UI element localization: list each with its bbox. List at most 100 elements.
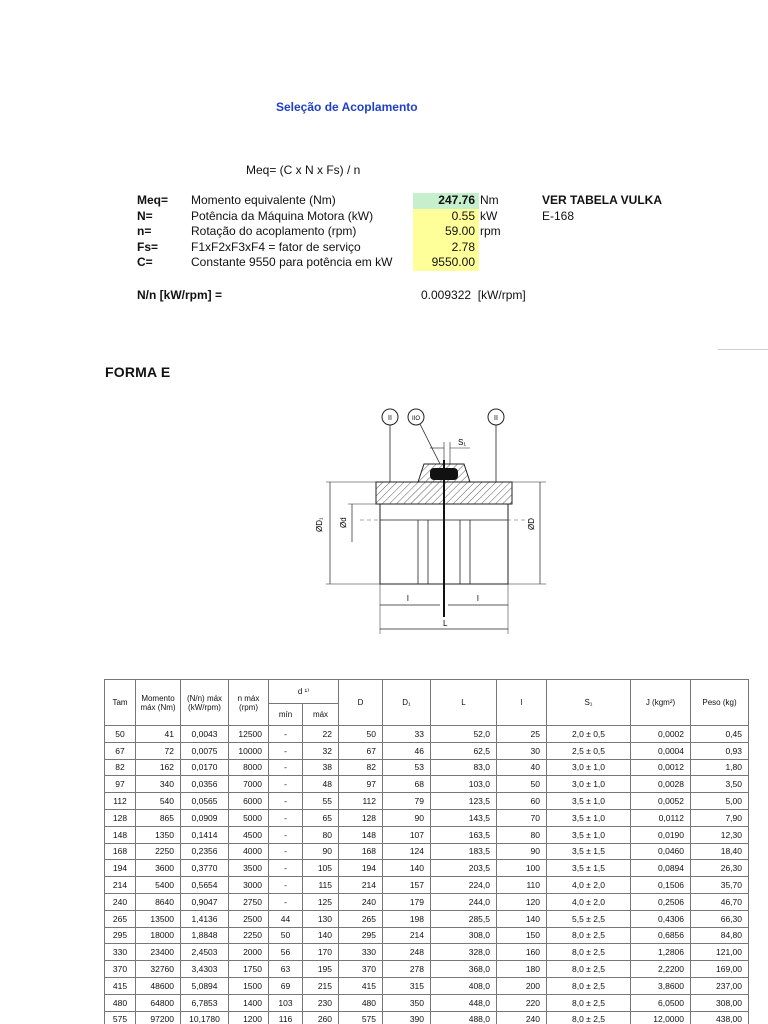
coupling-size-table: Tam Momento máx (Nm) (N/n) máx (kW/rpm) … xyxy=(104,679,749,1024)
callout-center: IIO xyxy=(407,408,441,465)
table-cell: 56 xyxy=(268,943,303,962)
table-cell: 203,5 xyxy=(430,859,497,878)
table-cell: 4500 xyxy=(228,825,269,844)
table-cell: 3000 xyxy=(228,876,269,894)
table-cell: 53 xyxy=(382,758,431,777)
table-cell: 48600 xyxy=(135,976,181,995)
table-cell: 128 xyxy=(104,808,136,827)
svg-text:IIO: IIO xyxy=(412,416,420,422)
table-cell: 48 xyxy=(302,775,339,794)
table-cell: 0,45 xyxy=(690,725,749,743)
table-cell: 0,2506 xyxy=(630,892,691,911)
table-cell: 438,00 xyxy=(690,1010,749,1024)
table-cell: 10,1780 xyxy=(180,1010,229,1024)
table-cell: 285,5 xyxy=(430,909,497,928)
table-cell: 328,0 xyxy=(430,943,497,962)
table-cell: 97200 xyxy=(135,1010,181,1024)
table-cell: 3,0 ± 1,0 xyxy=(546,775,631,794)
table-cell: 84,80 xyxy=(690,926,749,945)
table-cell: - xyxy=(268,859,303,878)
table-cell: 2500 xyxy=(228,909,269,928)
header-D1: D₁ xyxy=(382,679,431,726)
table-cell: 41 xyxy=(135,725,181,743)
table-cell: 50 xyxy=(496,775,547,794)
dimension-L: L xyxy=(380,619,508,630)
svg-text:ØD: ØD xyxy=(527,518,536,530)
table-cell: 0,2356 xyxy=(180,842,229,861)
param-description: F1xF2xF3xF4 = fator de serviço xyxy=(191,239,361,254)
table-cell: 33 xyxy=(382,725,431,743)
table-cell: 415 xyxy=(104,976,136,995)
table-cell: 183,5 xyxy=(430,842,497,861)
table-cell: 150 xyxy=(496,926,547,945)
table-cell: 66,30 xyxy=(690,909,749,928)
table-cell: 2,2200 xyxy=(630,960,691,978)
table-cell: 6,7853 xyxy=(180,993,229,1012)
table-cell: 1,4136 xyxy=(180,909,229,928)
table-cell: 865 xyxy=(135,808,181,827)
param-value-cell[interactable]: 9550.00 xyxy=(413,255,479,271)
svg-text:S₁: S₁ xyxy=(458,438,466,447)
table-cell: 26,30 xyxy=(690,859,749,878)
table-cell: 0,0170 xyxy=(180,758,229,777)
param-unit: Nm xyxy=(480,193,499,207)
table-cell: 162 xyxy=(135,758,181,777)
table-cell: 0,0909 xyxy=(180,808,229,827)
table-cell: 7000 xyxy=(228,775,269,794)
table-cell: 0,0012 xyxy=(630,758,691,777)
table-cell: 4,0 ± 2,0 xyxy=(546,892,631,911)
table-cell: 0,6856 xyxy=(630,926,691,945)
table-cell: 220 xyxy=(496,993,547,1012)
table-cell: 0,0460 xyxy=(630,842,691,861)
table-cell: 10000 xyxy=(228,741,269,760)
param-unit: rpm xyxy=(480,224,501,239)
param-value-cell[interactable]: 0.55 xyxy=(413,208,479,225)
cell-border-fragment xyxy=(718,349,768,350)
param-value-cell[interactable]: 59.00 xyxy=(413,224,479,240)
table-cell: 2,0 ± 0,5 xyxy=(546,725,631,743)
s1-dimension: S₁ xyxy=(430,438,470,464)
table-cell: 5,00 xyxy=(690,792,749,810)
table-cell: 128 xyxy=(338,808,383,827)
svg-text:II: II xyxy=(388,415,392,422)
table-cell: 68 xyxy=(382,775,431,794)
table-cell: 8,0 ± 2,5 xyxy=(546,943,631,962)
header-S1: S₁ xyxy=(546,679,631,726)
table-cell: 1,8848 xyxy=(180,926,229,945)
table-cell: 8,0 ± 2,5 xyxy=(546,960,631,978)
table-cell: 448,0 xyxy=(430,993,497,1012)
table-cell: 330 xyxy=(104,943,136,962)
table-cell: 260 xyxy=(302,1010,339,1024)
table-cell: 1400 xyxy=(228,993,269,1012)
table-cell: 97 xyxy=(104,775,136,794)
table-cell: 5000 xyxy=(228,808,269,827)
svg-text:L: L xyxy=(443,619,448,628)
table-cell: 1750 xyxy=(228,960,269,978)
coupling-drawing: II IIO II S₁ ØD₁ Ød xyxy=(315,408,546,634)
table-cell: 215 xyxy=(302,976,339,995)
table-cell: 4000 xyxy=(228,842,269,861)
table-cell: 50 xyxy=(338,725,383,743)
page-title: Seleção de Acoplamento xyxy=(276,100,418,114)
table-cell: 2000 xyxy=(228,943,269,962)
table-cell: 0,1506 xyxy=(630,876,691,894)
table-cell: 121,00 xyxy=(690,943,749,962)
table-cell: 8,0 ± 2,5 xyxy=(546,1010,631,1024)
param-value-cell[interactable]: 2.78 xyxy=(413,239,479,256)
table-cell: 214 xyxy=(382,926,431,945)
param-value-cell[interactable]: 247.76 xyxy=(413,193,479,209)
table-cell: 248 xyxy=(382,943,431,962)
table-cell: 295 xyxy=(338,926,383,945)
table-cell: 2250 xyxy=(135,842,181,861)
table-cell: 52,0 xyxy=(430,725,497,743)
table-cell: 123,5 xyxy=(430,792,497,810)
table-cell: - xyxy=(268,808,303,827)
